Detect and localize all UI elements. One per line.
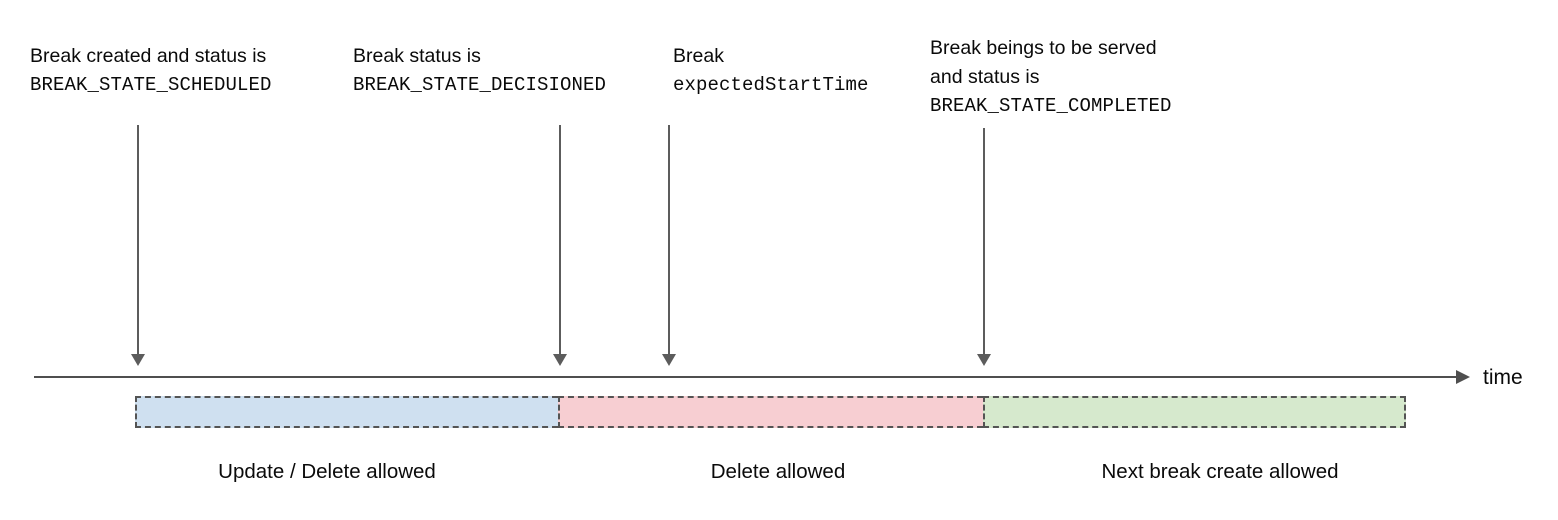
timeline-axis (34, 370, 1470, 384)
event-label-decisioned-code: BREAK_STATE_DECISIONED (353, 74, 607, 96)
phase-bar-delete (558, 396, 983, 428)
arrow-shaft (137, 125, 139, 355)
arrow-down-icon-completed (975, 128, 993, 366)
arrow-shaft (668, 125, 670, 355)
axis-line (34, 376, 1457, 378)
axis-label-time: time (1483, 366, 1523, 389)
arrow-head (553, 354, 567, 366)
phase-bar-next-break-create (983, 396, 1406, 428)
event-label-decisioned-line-1: Break status is (353, 45, 481, 67)
event-label-completed-line-1: Break beings to be served (930, 37, 1157, 59)
event-label-decisioned: Break status is BREAK_STATE_DECISIONED (353, 42, 606, 100)
arrow-shaft (983, 128, 985, 355)
arrow-head (977, 354, 991, 366)
phase-caption-delete: Delete allowed (710, 460, 846, 483)
phase-bar-update-delete (135, 396, 558, 428)
event-label-scheduled-line-1: Break created and status is (30, 45, 267, 67)
event-label-completed-code: BREAK_STATE_COMPLETED (930, 95, 1172, 117)
arrow-right-icon (1456, 370, 1470, 384)
phase-caption-update-delete: Update / Delete allowed (218, 460, 436, 483)
event-label-start-time-line-1: Break (673, 45, 724, 67)
event-label-start-time-code: expectedStartTime (673, 74, 869, 96)
event-label-completed-line-2: and status is (930, 66, 1040, 88)
arrow-shaft (559, 125, 561, 355)
arrow-down-icon-scheduled (129, 125, 147, 366)
arrow-head (662, 354, 676, 366)
event-label-completed: Break beings to be served and status is … (930, 34, 1172, 121)
arrow-head (131, 354, 145, 366)
phase-caption-next-break-create: Next break create allowed (1101, 460, 1339, 483)
event-label-scheduled: Break created and status is BREAK_STATE_… (30, 42, 272, 100)
arrow-down-icon-start-time (660, 125, 678, 366)
event-label-start-time: Break expectedStartTime (673, 42, 869, 100)
event-label-scheduled-code: BREAK_STATE_SCHEDULED (30, 74, 272, 96)
phase-bar-group (135, 396, 1406, 428)
arrow-down-icon-decisioned (551, 125, 569, 366)
